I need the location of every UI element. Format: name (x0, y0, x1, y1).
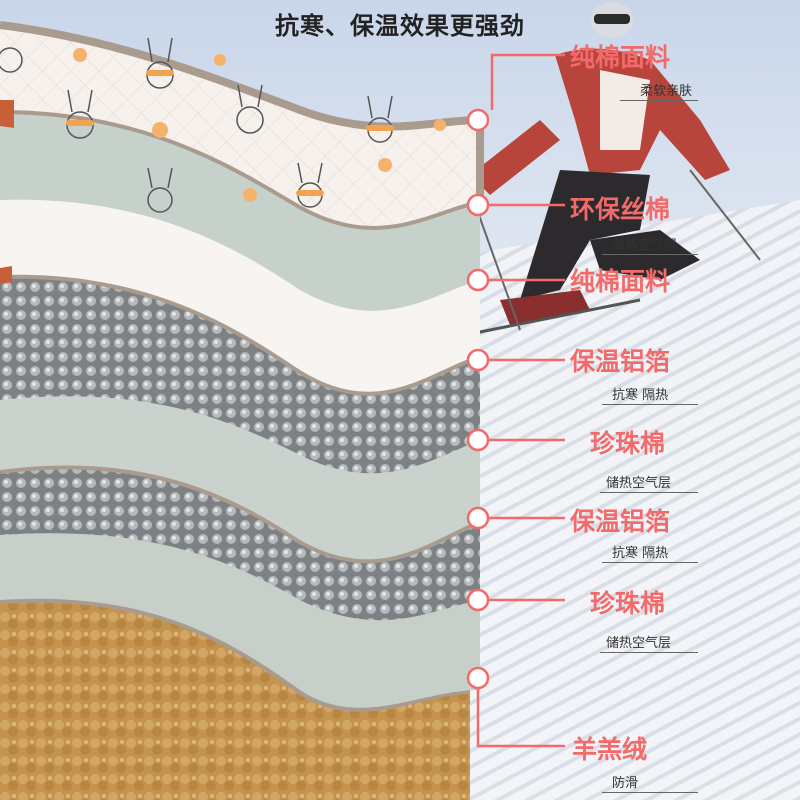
layer-subtitle-silk-cotton: 储热空气层 (612, 238, 678, 253)
layer-silk-cotton (0, 110, 480, 311)
layer-wool (0, 598, 470, 800)
material-layers (0, 21, 484, 800)
layer-foil-2 (0, 465, 480, 621)
underline (620, 100, 698, 101)
underline (602, 254, 698, 255)
layer-subtitle-pearl-cotton-1: 储热空气层 (606, 476, 672, 491)
layer-subtitle-foil-1: 抗寒 隔热 (612, 388, 669, 403)
underline (602, 562, 698, 563)
layer-subtitle-foil-2: 抗寒 隔热 (612, 546, 669, 561)
layer-title-pearl-cotton-1: 珍珠棉 (590, 429, 666, 458)
layer-title-silk-cotton: 环保丝棉 (570, 195, 671, 224)
underline (602, 792, 698, 793)
layer-subtitle-wool: 防滑 (612, 776, 639, 791)
callouts (466, 53, 565, 748)
layer-title-cotton-top: 纯棉面料 (570, 43, 671, 72)
layer-cotton-2 (0, 199, 480, 392)
layer-title-foil-2: 保温铝箔 (570, 507, 671, 536)
underline (602, 404, 698, 405)
layer-title-wool: 羊羔绒 (572, 735, 648, 764)
layer-pearl-cotton-1 (0, 396, 480, 560)
layer-title-pearl-cotton-2: 珍珠棉 (590, 589, 666, 618)
layer-subtitle-pearl-cotton-2: 储热空气层 (606, 636, 672, 651)
layer-title-cotton-2: 纯棉面料 (570, 267, 671, 296)
layer-subtitle-cotton-top: 柔软亲肤 (640, 84, 693, 99)
layer-top-quilt (0, 25, 480, 226)
page-title: 抗寒、保温效果更强劲 (275, 12, 525, 40)
underline (600, 492, 698, 493)
underline (600, 652, 698, 653)
layer-foil-1 (0, 274, 480, 474)
layer-title-foil-1: 保温铝箔 (570, 347, 671, 376)
layer-pearl-cotton-2 (0, 533, 480, 708)
